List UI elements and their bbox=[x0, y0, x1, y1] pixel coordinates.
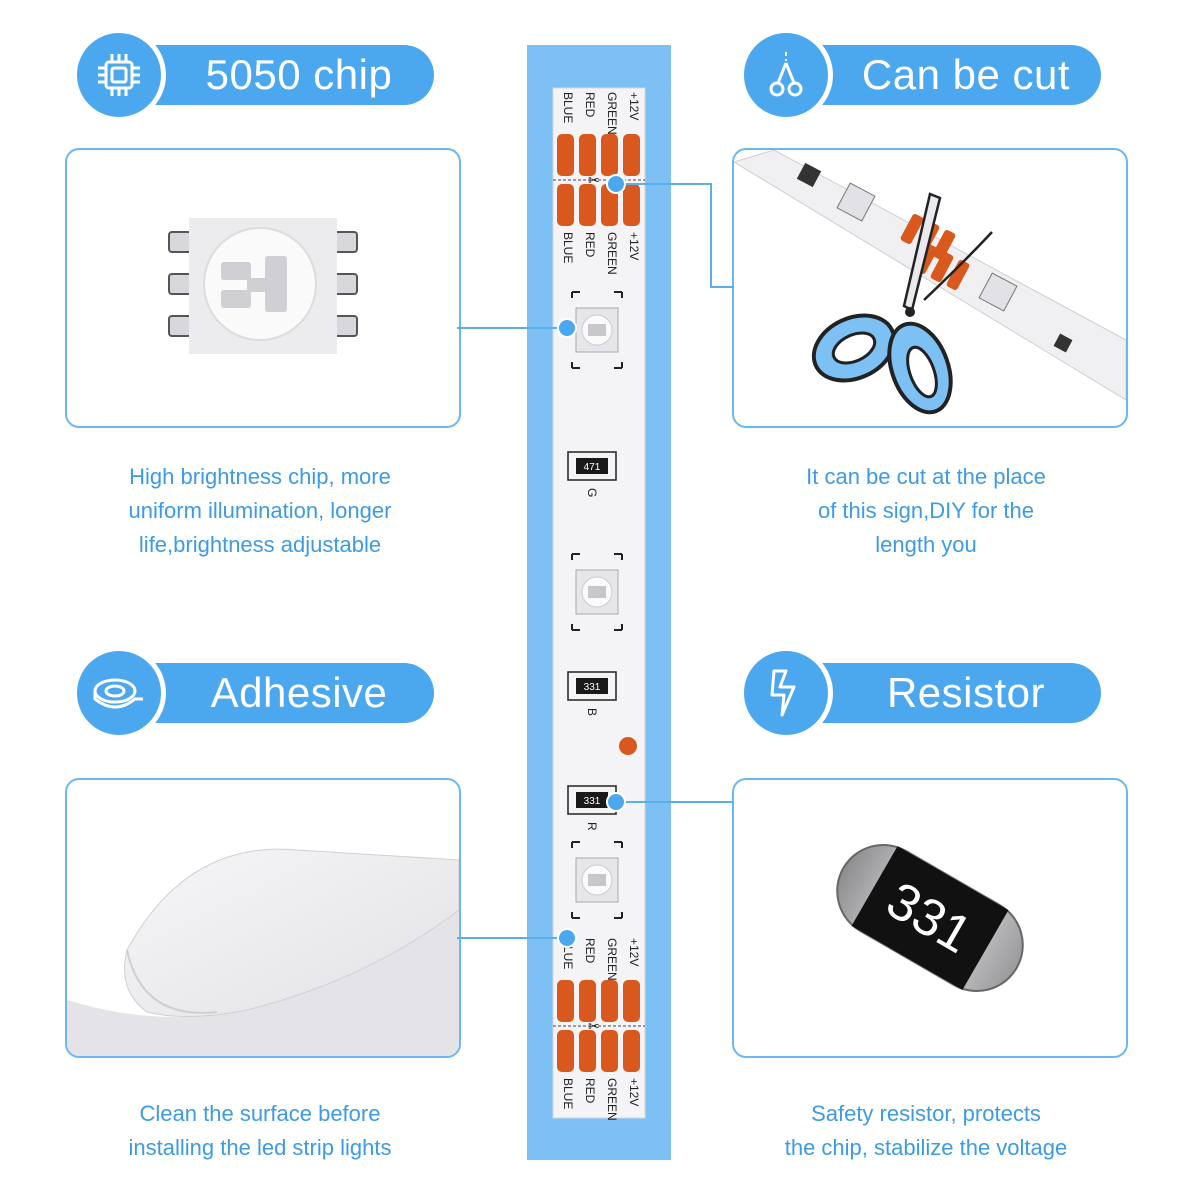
connector-line bbox=[457, 937, 567, 939]
tape-roll-icon bbox=[72, 646, 166, 740]
cut-desc-line: It can be cut at the place bbox=[806, 464, 1046, 489]
lightning-icon bbox=[739, 646, 833, 740]
chip-marker-dot bbox=[557, 318, 577, 338]
adhesive-panel bbox=[65, 778, 461, 1058]
resistor-desc-line: the chip, stabilize the voltage bbox=[784, 1135, 1068, 1160]
scissors-icon bbox=[739, 28, 833, 122]
adhesive-desc-line: Clean the surface before bbox=[139, 1101, 381, 1126]
adhesive-header-pill: Adhesive bbox=[72, 646, 434, 740]
adhesive-title: Adhesive bbox=[210, 669, 388, 716]
resistor-image bbox=[836, 844, 1024, 992]
resistor-title: Resistor bbox=[886, 669, 1046, 716]
cut-desc-line: length you bbox=[875, 532, 977, 557]
connector-line bbox=[616, 183, 711, 185]
chip-panel bbox=[65, 148, 461, 428]
chip-desc-line: life,brightness adjustable bbox=[138, 532, 382, 557]
chip-desc-line: High brightness chip, more bbox=[129, 464, 391, 489]
cut-strip-image bbox=[734, 150, 1126, 415]
resistor-description: Safety resistor, protects the chip, stab… bbox=[726, 1097, 1126, 1165]
chip-header-pill: 5050 chip bbox=[72, 28, 434, 122]
resistor-marker-dot bbox=[606, 792, 626, 812]
cut-panel bbox=[732, 148, 1128, 428]
chip-desc-line: uniform illumination, longer bbox=[128, 498, 392, 523]
connector-line bbox=[710, 286, 733, 288]
adhesive-marker-dot bbox=[557, 928, 577, 948]
connector-line bbox=[457, 327, 567, 329]
adhesive-desc-line: installing the led strip lights bbox=[128, 1135, 392, 1160]
cut-header-pill: Can be cut bbox=[739, 28, 1101, 122]
connector-line bbox=[616, 801, 733, 803]
cut-desc-line: of this sign,DIY for the bbox=[817, 498, 1035, 523]
adhesive-description: Clean the surface before installing the … bbox=[60, 1097, 460, 1165]
resistor-panel: 331 bbox=[732, 778, 1128, 1058]
led-chip-image bbox=[168, 218, 358, 354]
cut-title: Can be cut bbox=[861, 51, 1071, 98]
scissors-icon bbox=[811, 192, 993, 415]
connector-line bbox=[710, 183, 712, 287]
adhesive-tape-image bbox=[67, 848, 459, 1056]
strip-background bbox=[527, 45, 671, 1160]
resistor-header-pill: Resistor bbox=[739, 646, 1101, 740]
resistor-desc-line: Safety resistor, protects bbox=[811, 1101, 1041, 1126]
cut-description: It can be cut at the place of this sign,… bbox=[726, 460, 1126, 562]
chip-description: High brightness chip, more uniform illum… bbox=[60, 460, 460, 562]
cut-marker-dot bbox=[606, 174, 626, 194]
chip-title: 5050 chip bbox=[205, 51, 393, 98]
chip-icon bbox=[72, 28, 166, 122]
